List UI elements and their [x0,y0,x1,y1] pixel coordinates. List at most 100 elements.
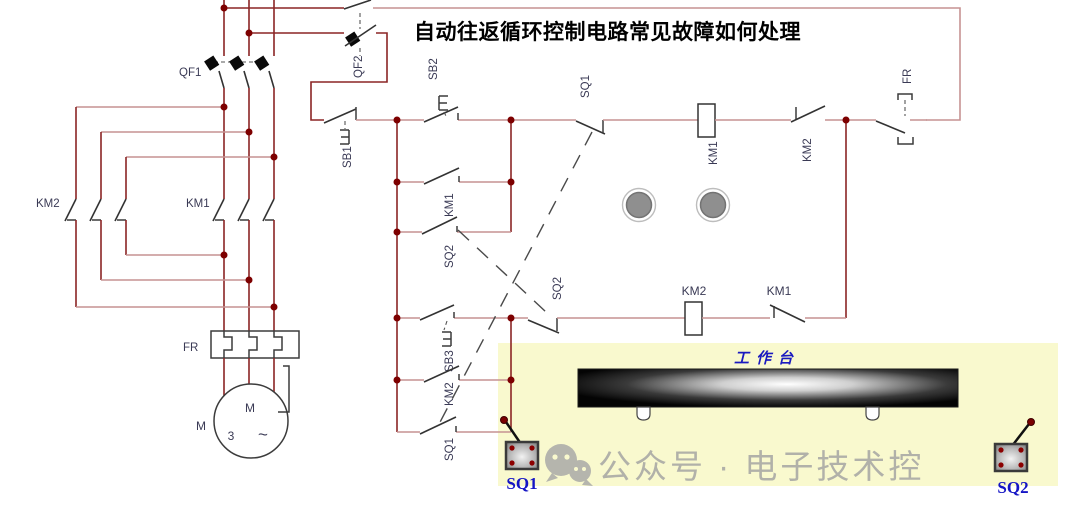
sb2-actuator-dash [443,111,448,119]
sb1-actuator [340,129,350,145]
button1-ring [621,187,657,223]
sq2-nc-blade [527,319,560,334]
sq1-nc-blade [575,120,606,135]
qf1-breaker: QF1 [179,55,275,89]
sq2-lever-ball [1027,418,1035,426]
qf1-pole3-square [254,55,270,71]
power-circuit: QF1 KM2 KM1 FR [36,0,300,459]
km1-nc-label: KM1 [767,284,792,298]
sb2-blade [423,106,459,123]
qf2-to-sb1-path [310,32,388,121]
sb3-label: SB3 [444,350,456,372]
km1-column-bottom [223,220,275,331]
km2-nc-blade [790,105,826,123]
sb2-start-button: SB2 [397,58,511,123]
sq1-screws [509,445,535,466]
bench-dog-right [865,406,880,421]
fr-heater-elements [223,331,283,358]
km1-main-contacts: KM1 [186,198,275,222]
sq2-seal-label: SQ2 [444,245,456,268]
rung1-km1-coil: SQ1 KM1 KM2 FR [511,69,927,165]
sb1-label: SB1 [342,146,354,168]
fr-aux-blade [875,120,906,134]
sb3-blade [419,304,455,321]
sq2-limit-switch-device: SQ2 [993,418,1035,497]
button2 [699,191,727,219]
qf2-pole2-blade [344,24,377,47]
sq1-lever [504,421,523,445]
workbench-label: 工作台 [734,349,800,367]
fr-box [210,330,300,359]
qf2-label: QF2 [353,56,365,78]
km2-column-bottom [75,220,127,307]
rung2-km2-coil: SB3 SQ2 KM2 KM1 [397,277,846,372]
sq1-seal-blade [419,416,457,435]
bench-dog-left [636,406,651,421]
motor-circle [213,383,289,459]
sq2-mechanical-link [457,229,547,313]
qf2-pole1-blade [343,0,372,10]
km2-coil [684,301,703,336]
km2-column-top [75,107,127,199]
sq1-mechanical-link [437,131,593,427]
fr-aux-bracket [897,93,913,100]
km2-seal-blade [423,365,460,383]
sq2-seal-contact: SQ2 [397,216,511,268]
motor-m-label: M [245,401,255,415]
motor-wave-label: ~ [258,425,268,444]
sq2-device-label: SQ2 [997,478,1028,497]
sq1-seal-label: SQ1 [444,438,456,461]
km1-nc-blade [769,304,806,323]
control-circuit: QF2 SB1 SB2 SQ1 [220,0,961,461]
feed-line1-right-rail [373,7,961,121]
km1-seal-contact: KM1 [397,167,511,217]
km1-seal-label: KM1 [444,193,456,217]
km1-seal-blade [423,167,460,185]
page-title: 自动往返循环控制电路常见故障如何处理 [414,20,801,44]
km2-nc-label: KM2 [802,138,814,162]
fr-aux-label: FR [902,69,914,84]
fr-thermal-relay: FR [183,330,300,359]
wechat-icon [545,444,593,486]
km1-main-blades [212,198,275,222]
km1-main-label: KM1 [186,198,210,210]
sq1-lever-ball [500,416,508,424]
sq1-seal-contact: SQ1 [397,416,511,461]
sb3-actuator [442,331,452,347]
km2-main-blades [64,198,127,222]
sq2-nc-label: SQ2 [552,277,564,300]
km2-seal-label: KM2 [444,382,456,406]
qf1-pole1-square [204,55,220,71]
fr-main-label: FR [183,342,198,354]
watermark: 公众号 · 电子技术控 [545,444,921,486]
motor-leads [223,358,275,396]
km2-coil-label: KM2 [682,284,707,298]
junction-nodes [220,4,850,384]
sb3-actuator-dash [443,320,448,331]
motor-ground [278,365,290,413]
fr-aux-hook [897,137,914,145]
km2-branch-taps [76,106,274,158]
sq2-screws [998,447,1024,468]
sq2-lever [1011,423,1030,447]
sb1-blade [323,108,357,124]
sb2-label: SB2 [428,58,440,80]
km1-coil-label: KM1 [708,141,720,165]
motor: M 3 ~ M [196,365,290,459]
qf1-blades [218,70,275,89]
sq1-device-label: SQ1 [506,474,537,493]
qf1-pole2-square [229,55,245,71]
panel-background [498,343,1058,486]
qf2-breaker: QF2 [344,13,377,78]
button2-ring [695,187,731,223]
workbench-bar [577,368,959,408]
km2-seal-contact: KM2 [397,365,511,406]
button1 [625,191,653,219]
sq1-limit-switch-device: SQ1 [500,416,540,493]
qf1-label: QF1 [179,67,201,79]
km1-coil [697,103,716,138]
sq2-seal-blade [421,216,458,235]
workbench-panel: 工作台 [498,343,1058,486]
